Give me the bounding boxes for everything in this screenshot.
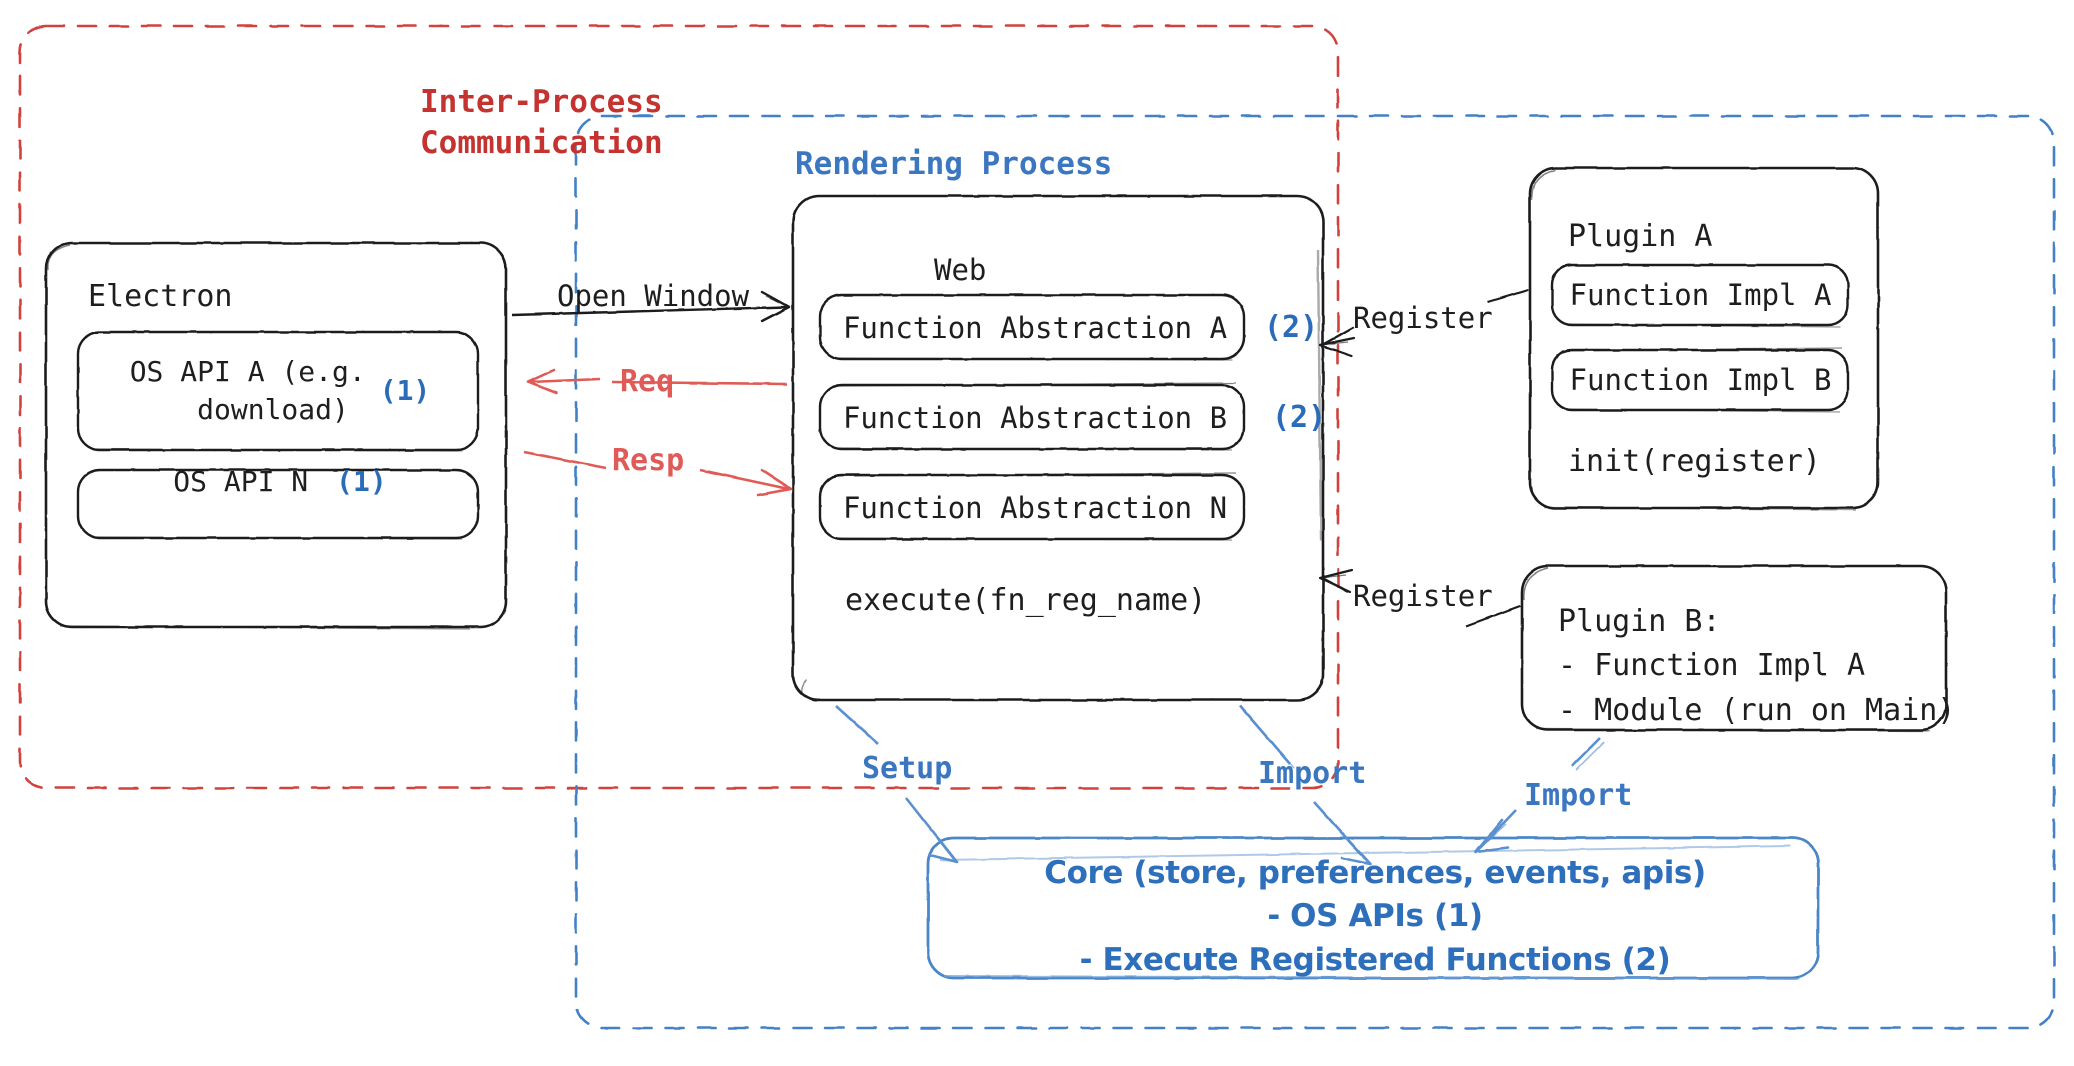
arrow-label-register-bottom: Register <box>1353 579 1493 613</box>
core-text: Core (store, preferences, events, apis) … <box>1044 855 1706 978</box>
web-title: Web <box>934 253 987 287</box>
os-api-n-label: OS API N <box>173 464 309 498</box>
plugin-a-title: Plugin A <box>1568 219 1713 254</box>
os-api-n-node[interactable]: OS API N (1) <box>95 455 465 507</box>
ipc-container-label: Inter-Process Communication <box>420 84 663 161</box>
function-abstraction-b-badge: (2) <box>1272 400 1327 435</box>
arrow-label-resp: Resp <box>612 443 685 478</box>
arrow-label-import-plugin-b: Import <box>1524 778 1633 813</box>
arrow-label-req: Req <box>620 364 675 399</box>
os-api-n-badge: (1) <box>336 464 387 498</box>
os-api-a-badge: (1) <box>379 374 431 408</box>
function-abstraction-n-node[interactable]: Function Abstraction N <box>842 491 1228 525</box>
function-abstraction-a-badge: (2) <box>1264 310 1319 345</box>
electron-title: Electron <box>88 279 233 314</box>
arrow-label-open-window: Open Window <box>557 279 750 313</box>
function-impl-b-node[interactable]: Function Impl B <box>1569 363 1832 397</box>
os-api-a-node[interactable]: OS API A (e.g. download) (1) <box>95 345 465 437</box>
function-abstraction-a-node[interactable]: Function Abstraction A <box>842 311 1228 345</box>
arrow-label-import-web: Import <box>1258 756 1367 791</box>
rendering-container-label: Rendering Process <box>795 146 1113 182</box>
plugin-a-init-label: init(register) <box>1568 444 1821 479</box>
plugin-b-text: Plugin B: - Function Impl A - Module (ru… <box>1558 604 1956 728</box>
arrow-label-register-top: Register <box>1353 301 1493 335</box>
arrow-label-setup: Setup <box>862 751 953 786</box>
web-box-border <box>791 194 1325 702</box>
web-execute-label: execute(fn_reg_name) <box>845 583 1207 618</box>
function-impl-a-node[interactable]: Function Impl A <box>1569 278 1832 312</box>
function-abstraction-b-node[interactable]: Function Abstraction B <box>842 401 1228 435</box>
os-api-a-label: OS API A (e.g. download) <box>129 355 366 426</box>
